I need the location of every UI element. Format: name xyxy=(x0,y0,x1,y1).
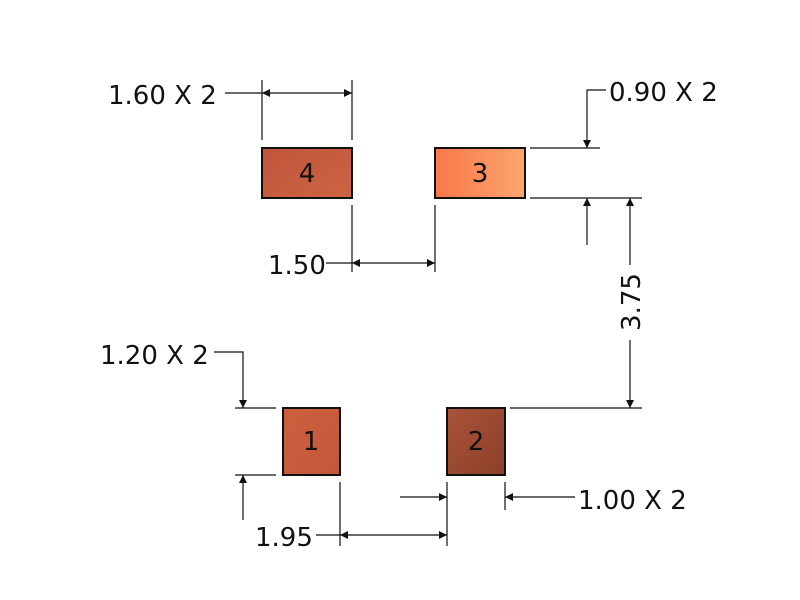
dimension-top-gap: 1.50 xyxy=(268,205,436,281)
dimension-label: 0.90 X 2 xyxy=(609,78,718,108)
pad-1[interactable]: 1 xyxy=(282,407,341,476)
pad-number: 4 xyxy=(299,159,316,189)
pad-3[interactable]: 3 xyxy=(434,147,526,199)
dimension-pad-length-top: 1.60 X 2 xyxy=(108,80,353,140)
dimension-bottom-gap: 1.95 xyxy=(255,482,448,553)
dimension-label: 1.50 xyxy=(268,251,326,281)
dimension-pad-length-bottom: 1.20 X 2 xyxy=(100,341,276,520)
dimension-label: 3.75 xyxy=(617,273,647,331)
pad-number: 3 xyxy=(472,159,489,189)
dimension-label: 1.00 X 2 xyxy=(578,486,687,516)
pad-4[interactable]: 4 xyxy=(261,147,353,199)
dimension-label: 1.95 xyxy=(255,523,313,553)
dimension-pad-width-bottom: 1.00 X 2 xyxy=(400,482,687,516)
pad-2[interactable]: 2 xyxy=(446,407,506,476)
dimension-pad-width-top: 0.90 X 2 xyxy=(530,78,718,245)
dimension-label: 1.60 X 2 xyxy=(108,81,217,111)
dimension-row-spacing: 3.75 xyxy=(510,198,647,409)
pad-number: 2 xyxy=(468,427,485,457)
pad-number: 1 xyxy=(303,427,320,457)
dimension-label: 1.20 X 2 xyxy=(100,341,209,371)
